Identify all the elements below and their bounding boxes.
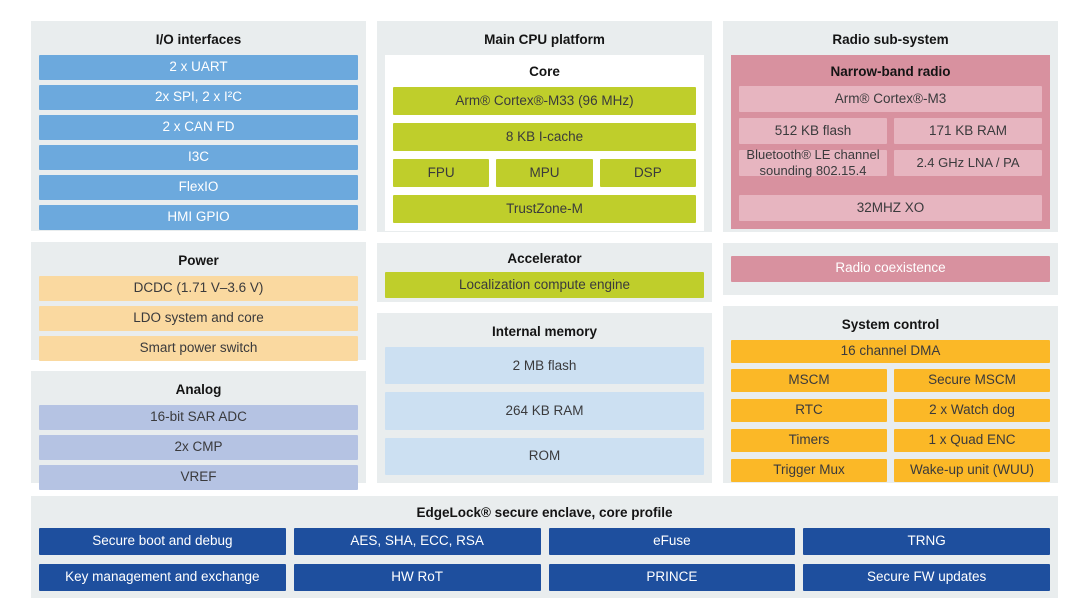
analog-title: Analog [175, 382, 222, 397]
accelerator-title: Accelerator [507, 251, 582, 266]
column-right: Radio sub-system Narrow-band radio Arm® … [723, 21, 1058, 483]
block-ble-channel-sounding: Bluetooth® LE channel sounding 802.15.4 [739, 147, 887, 178]
section-radio-coexistence: Radio coexistence [723, 243, 1058, 295]
block-watchdog: 2 x Watch dog [894, 399, 1050, 422]
narrowband-radio-container: Narrow-band radio Arm® Cortex®-M3 512 KB… [731, 55, 1050, 229]
sysctl-row-3: Timers 1 x Quad ENC [731, 429, 1050, 453]
core-blocks: Arm® Cortex®-M33 (96 MHz) 8 KB I-cache F… [393, 87, 696, 223]
narrowband-radio-blocks: Arm® Cortex®-M3 512 KB flash 171 KB RAM … [739, 86, 1042, 221]
sysctl-row-1: MSCM Secure MSCM [731, 369, 1050, 393]
sysctl-row-2: RTC 2 x Watch dog [731, 399, 1050, 423]
block-cortex-m3: Arm® Cortex®-M3 [739, 86, 1042, 112]
diagram-columns: I/O interfaces 2 x UART 2x SPI, 2 x I²C … [31, 21, 1058, 490]
block-cortex-m33: Arm® Cortex®-M33 (96 MHz) [393, 87, 696, 115]
block-ram-171kb: 171 KB RAM [894, 118, 1042, 144]
section-system-control: System control 16 channel DMA MSCM Secur… [723, 306, 1058, 483]
block-efuse: eFuse [548, 528, 796, 555]
io-interfaces-title: I/O interfaces [155, 32, 242, 47]
section-internal-memory: Internal memory 2 MB flash 264 KB RAM RO… [377, 313, 712, 483]
edgelock-row-2: Key management and exchange HW RoT PRINC… [39, 564, 1050, 591]
block-spi-i2c: 2x SPI, 2 x I²C [39, 85, 358, 110]
system-control-blocks: 16 channel DMA MSCM Secure MSCM RTC 2 x … [731, 340, 1050, 483]
block-dsp: DSP [599, 159, 696, 187]
fpu-mpu-dsp-row: FPU MPU DSP [393, 159, 696, 187]
main-cpu-title: Main CPU platform [484, 32, 605, 47]
block-ldo: LDO system and core [39, 306, 358, 331]
block-hw-rot: HW RoT [293, 564, 541, 591]
section-io-interfaces: I/O interfaces 2 x UART 2x SPI, 2 x I²C … [31, 21, 366, 231]
narrowband-radio-title: Narrow-band radio [830, 64, 951, 79]
radio-rf-row: Bluetooth® LE channel sounding 802.15.4 … [739, 147, 1042, 189]
radio-memory-row: 512 KB flash 171 KB RAM [739, 118, 1042, 144]
block-i3c: I3C [39, 145, 358, 170]
block-uart: 2 x UART [39, 55, 358, 80]
block-secure-boot-debug: Secure boot and debug [39, 528, 286, 555]
block-cmp: 2x CMP [39, 435, 358, 460]
section-power: Power DCDC (1.71 V–3.6 V) LDO system and… [31, 242, 366, 361]
edgelock-blocks: Secure boot and debug AES, SHA, ECC, RSA… [39, 528, 1050, 591]
io-blocks: 2 x UART 2x SPI, 2 x I²C 2 x CAN FD I3C … [39, 55, 358, 230]
block-wuu: Wake-up unit (WUU) [894, 459, 1050, 482]
block-trustzone: TrustZone-M [393, 195, 696, 223]
section-edgelock: EdgeLock® secure enclave, core profile S… [31, 496, 1058, 598]
block-ram-264kb: 264 KB RAM [385, 392, 704, 430]
block-vref: VREF [39, 465, 358, 490]
block-can-fd: 2 x CAN FD [39, 115, 358, 140]
block-flash-2mb: 2 MB flash [385, 347, 704, 385]
block-icache: 8 KB I-cache [393, 123, 696, 151]
block-32mhz-xo: 32MHZ XO [739, 195, 1042, 221]
edgelock-row-1: Secure boot and debug AES, SHA, ECC, RSA… [39, 528, 1050, 555]
block-lna-pa: 2.4 GHz LNA / PA [894, 150, 1042, 176]
block-flash-512kb: 512 KB flash [739, 118, 887, 144]
block-smart-power-switch: Smart power switch [39, 336, 358, 361]
power-title: Power [178, 253, 219, 268]
column-left: I/O interfaces 2 x UART 2x SPI, 2 x I²C … [31, 21, 366, 490]
block-hmi-gpio: HMI GPIO [39, 205, 358, 230]
section-analog: Analog 16-bit SAR ADC 2x CMP VREF [31, 371, 366, 490]
block-fpu: FPU [393, 159, 490, 187]
block-dcdc: DCDC (1.71 V–3.6 V) [39, 276, 358, 301]
analog-blocks: 16-bit SAR ADC 2x CMP VREF [39, 405, 358, 490]
block-rtc: RTC [731, 399, 887, 422]
block-radio-coexistence: Radio coexistence [731, 255, 1050, 282]
power-blocks: DCDC (1.71 V–3.6 V) LDO system and core … [39, 276, 358, 361]
block-sar-adc: 16-bit SAR ADC [39, 405, 358, 430]
block-16ch-dma: 16 channel DMA [731, 340, 1050, 363]
block-trng: TRNG [803, 528, 1050, 555]
sysctl-row-4: Trigger Mux Wake-up unit (WUU) [731, 459, 1050, 483]
edgelock-title: EdgeLock® secure enclave, core profile [416, 505, 673, 520]
radio-subsystem-title: Radio sub-system [832, 32, 949, 47]
block-trigger-mux: Trigger Mux [731, 459, 887, 482]
memory-blocks: 2 MB flash 264 KB RAM ROM [385, 347, 704, 475]
block-secure-mscm: Secure MSCM [894, 369, 1050, 392]
block-quad-enc: 1 x Quad ENC [894, 429, 1050, 452]
block-secure-fw-updates: Secure FW updates [803, 564, 1050, 591]
core-title: Core [529, 64, 560, 79]
section-main-cpu: Main CPU platform Core Arm® Cortex®-M33 … [377, 21, 712, 232]
block-timers: Timers [731, 429, 887, 452]
block-mscm: MSCM [731, 369, 887, 392]
system-control-title: System control [841, 317, 940, 332]
section-radio-subsystem: Radio sub-system Narrow-band radio Arm® … [723, 21, 1058, 232]
block-localization-engine: Localization compute engine [385, 272, 704, 298]
block-rom: ROM [385, 437, 704, 475]
block-flexio: FlexIO [39, 175, 358, 200]
block-mpu: MPU [496, 159, 593, 187]
block-aes-sha-ecc-rsa: AES, SHA, ECC, RSA [293, 528, 541, 555]
internal-memory-title: Internal memory [491, 324, 598, 339]
column-middle: Main CPU platform Core Arm® Cortex®-M33 … [377, 21, 712, 483]
section-accelerator: Accelerator Localization compute engine [377, 243, 712, 302]
block-key-management: Key management and exchange [39, 564, 286, 591]
core-container: Core Arm® Cortex®-M33 (96 MHz) 8 KB I-ca… [385, 55, 704, 231]
block-prince: PRINCE [548, 564, 796, 591]
